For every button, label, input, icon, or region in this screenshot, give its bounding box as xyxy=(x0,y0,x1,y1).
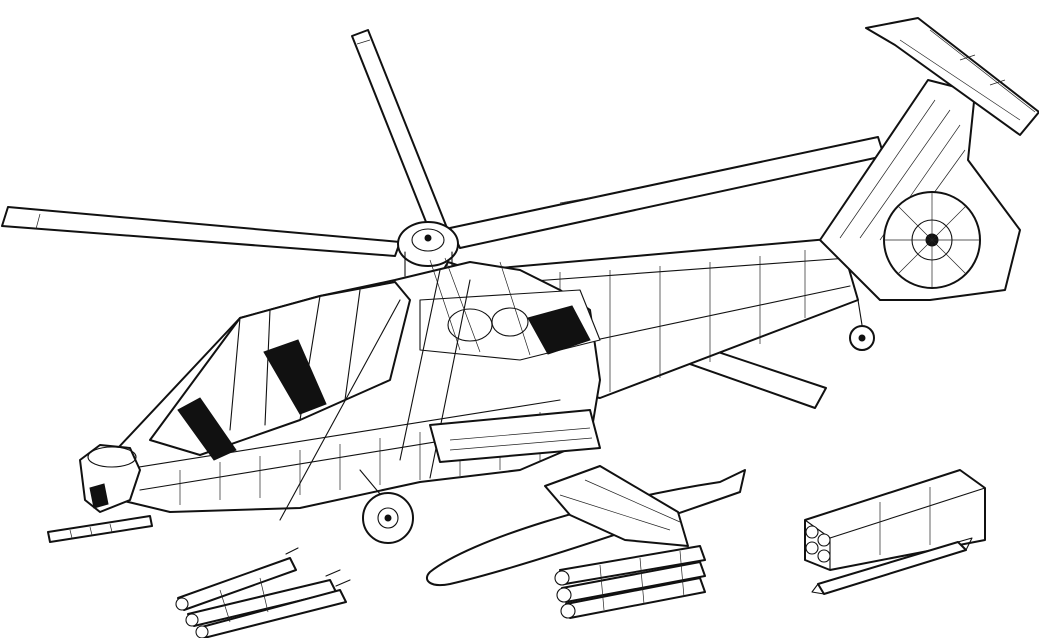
rotor-blade-upper xyxy=(351,29,448,233)
weapons-bay-door xyxy=(429,409,601,463)
rotor-hub xyxy=(397,221,459,267)
rocket-pod-box xyxy=(804,469,986,571)
missile-rack-left xyxy=(175,547,351,638)
cockpit-window-rear xyxy=(263,339,327,415)
fuselage xyxy=(47,257,601,544)
fuel-tank-body xyxy=(425,469,746,586)
nose-gun xyxy=(47,515,153,543)
external-fuel-tank xyxy=(425,465,746,586)
cockpit-window-front xyxy=(177,397,237,461)
rotor-blade-right xyxy=(449,136,885,249)
stub-wing xyxy=(544,465,689,547)
engine-dark-panel xyxy=(527,305,591,355)
missile-cluster-center xyxy=(554,545,706,619)
horizontal-stabilizer xyxy=(865,17,1039,136)
rotor-blade-left xyxy=(1,206,401,257)
rocket-pod-right xyxy=(804,469,986,595)
